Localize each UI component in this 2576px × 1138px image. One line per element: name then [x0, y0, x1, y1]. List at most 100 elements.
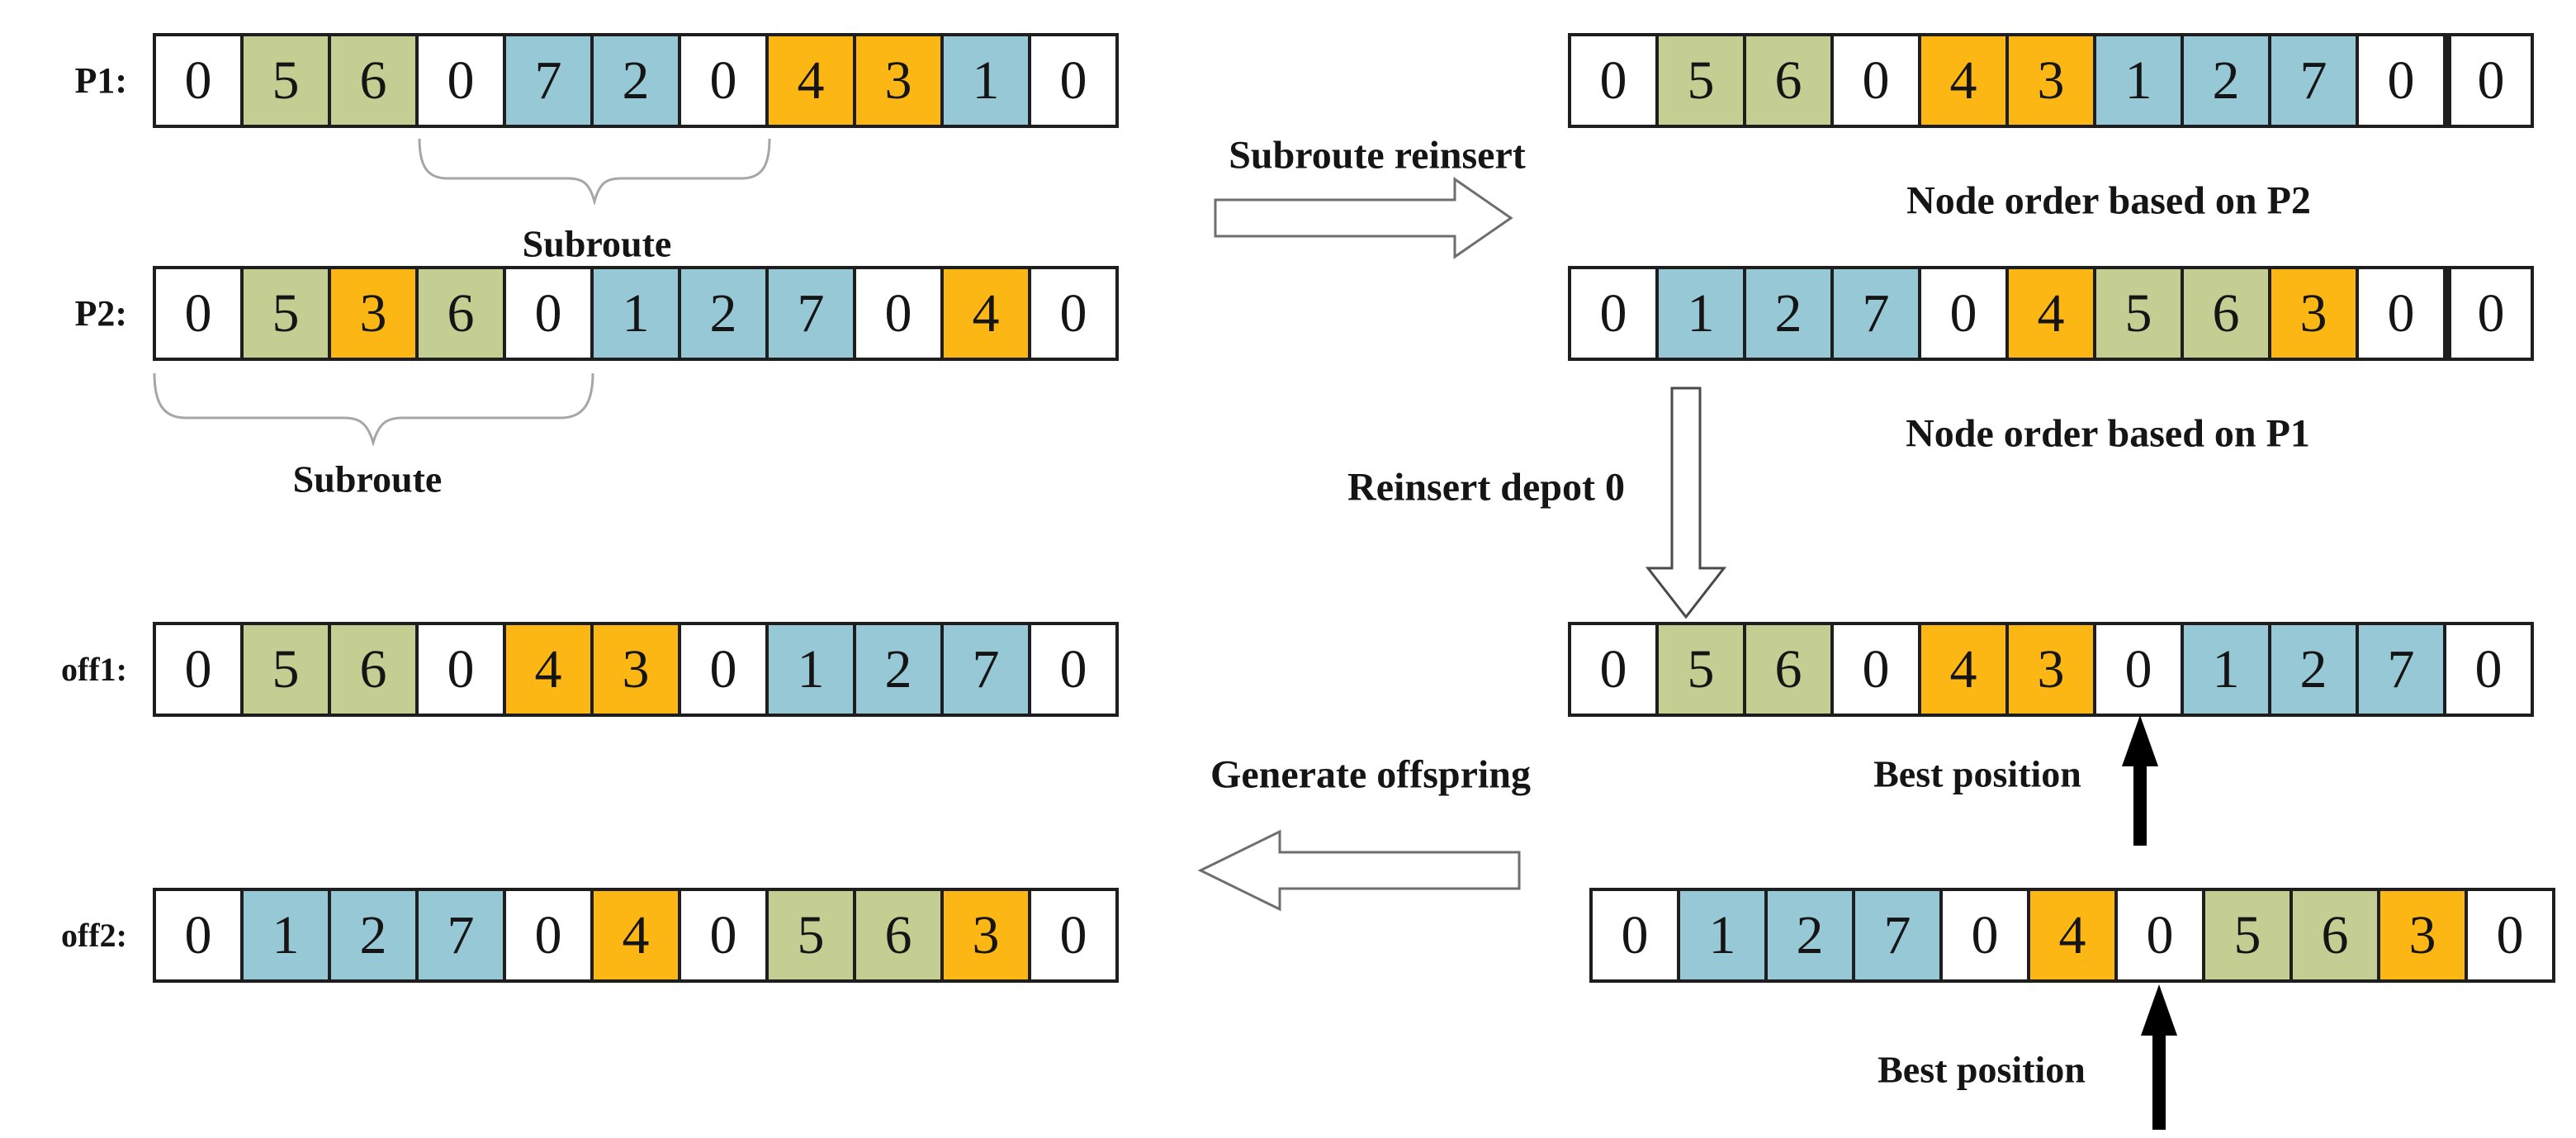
sequence-cell: 6: [1743, 33, 1834, 128]
sequence-cell: 2: [853, 622, 944, 717]
sequence-cell: 2: [678, 266, 769, 361]
sequence-cell: 7: [765, 266, 856, 361]
subroute-label-p2: Subroute: [292, 458, 443, 500]
sequence-cell: 7: [2356, 622, 2446, 717]
sequence-cell: 6: [328, 33, 419, 128]
node-order-p1-label: Node order based on P1: [1906, 411, 2310, 456]
sequence-cell: 4: [1918, 622, 2009, 717]
sequence-cell: 0: [1589, 888, 1680, 983]
sequence-cell: 1: [240, 888, 331, 983]
sequence-cell: 0: [1028, 33, 1119, 128]
sequence-cell: 0: [1028, 888, 1119, 983]
sequence-cell: 2: [2268, 622, 2359, 717]
sequence-cell: 5: [1655, 622, 1746, 717]
sequence-cell: 1: [2181, 622, 2271, 717]
sequence-cell: 4: [765, 33, 856, 128]
sequence-cell: 6: [853, 888, 944, 983]
sequence-cell: 3: [2377, 888, 2468, 983]
sequence-cell: 3: [328, 266, 419, 361]
sequence-cell: 7: [1852, 888, 1943, 983]
sequence-cell: 0: [678, 622, 769, 717]
sequence-cell: 0: [1028, 622, 1119, 717]
sequence-cell: 0: [153, 266, 244, 361]
sequence-cell: 2: [328, 888, 419, 983]
sequence-cell: 7: [2268, 33, 2359, 128]
sequence-cell: 1: [940, 33, 1031, 128]
sequence-cell: 4: [503, 622, 594, 717]
sequence-cell: 0: [2465, 888, 2555, 983]
sequence-cell: 0: [2114, 888, 2205, 983]
sequence-cell: 0: [853, 266, 944, 361]
sequence-cell: 6: [328, 622, 419, 717]
sequence-cell: 5: [240, 622, 331, 717]
sequence-cell: 4: [1918, 33, 2009, 128]
subroute-reinsert-arrow-icon: [1214, 177, 1513, 259]
sequence-cell: 0: [1568, 622, 1659, 717]
generate-offspring-label: Generate offspring: [1210, 752, 1531, 797]
sequence-cell: 5: [240, 266, 331, 361]
sequence-cell: 6: [1743, 622, 1834, 717]
sequence-cell: 3: [940, 888, 1031, 983]
sequence-cell: 7: [940, 622, 1031, 717]
sequence-cell: 3: [2005, 622, 2096, 717]
sequence-cell: 0: [153, 888, 244, 983]
reinsert-depot-arrow-icon: [1646, 386, 1726, 619]
node-order-p2-label: Node order based on P2: [1906, 178, 2311, 223]
sequence-cell: 5: [240, 33, 331, 128]
sequence-cell: 1: [1655, 266, 1746, 361]
sequence-cell: 0: [1568, 33, 1659, 128]
sequence-cell: 0: [678, 888, 769, 983]
row-label-p2: P2:: [74, 293, 127, 334]
sequence-cell: 3: [2268, 266, 2359, 361]
sequence-cell: 2: [1743, 266, 1834, 361]
sequence-cell: 0: [415, 622, 506, 717]
sequence-cell: 0: [2443, 33, 2534, 128]
sequence-cell: 5: [765, 888, 856, 983]
sequence-cell: 4: [2027, 888, 2118, 983]
sequence-cell: 5: [1655, 33, 1746, 128]
sequence-cell: 6: [415, 266, 506, 361]
sequence-cell: 0: [678, 33, 769, 128]
sequence-cell: 2: [2181, 33, 2271, 128]
generate-offspring-arrow-icon: [1197, 829, 1521, 912]
sequence-cell: 4: [940, 266, 1031, 361]
sequence-cell: 4: [590, 888, 681, 983]
sequence-cell: 3: [590, 622, 681, 717]
sequence-cell: 6: [2290, 888, 2380, 983]
sequence-cell: 1: [2093, 33, 2184, 128]
sequence-cell: 1: [1677, 888, 1768, 983]
row-label-off2: off2:: [61, 917, 127, 954]
sequence-cell: 7: [503, 33, 594, 128]
sequence-cell: 4: [2005, 266, 2096, 361]
sequence-cell: 0: [1028, 266, 1119, 361]
sequence-cell: 2: [1764, 888, 1855, 983]
sequence-cell: 0: [1830, 33, 1921, 128]
best-position-arrow-2-icon: [2141, 984, 2177, 1130]
sequence-cell: 2: [590, 33, 681, 128]
sequence-cell: 0: [2443, 266, 2534, 361]
sequence-cell: 0: [1830, 622, 1921, 717]
row-label-p1: P1:: [74, 60, 127, 101]
sequence-cell: 0: [153, 622, 244, 717]
sequence-cell: 0: [503, 266, 594, 361]
sequence-cell: 0: [1568, 266, 1659, 361]
subroute-label-p1: Subroute: [522, 222, 672, 265]
sequence-cell: 5: [2093, 266, 2184, 361]
best-position-label-1: Best position: [1873, 752, 2081, 795]
sequence-cell: 0: [2356, 266, 2446, 361]
sequence-cell: 0: [1939, 888, 2030, 983]
sequence-cell: 3: [853, 33, 944, 128]
sequence-cell: 1: [765, 622, 856, 717]
subroute-brace-p2: [153, 372, 594, 446]
best-position-label-2: Best position: [1878, 1048, 2086, 1091]
subroute-reinsert-label: Subroute reinsert: [1229, 133, 1526, 178]
sequence-cell: 0: [1918, 266, 2009, 361]
